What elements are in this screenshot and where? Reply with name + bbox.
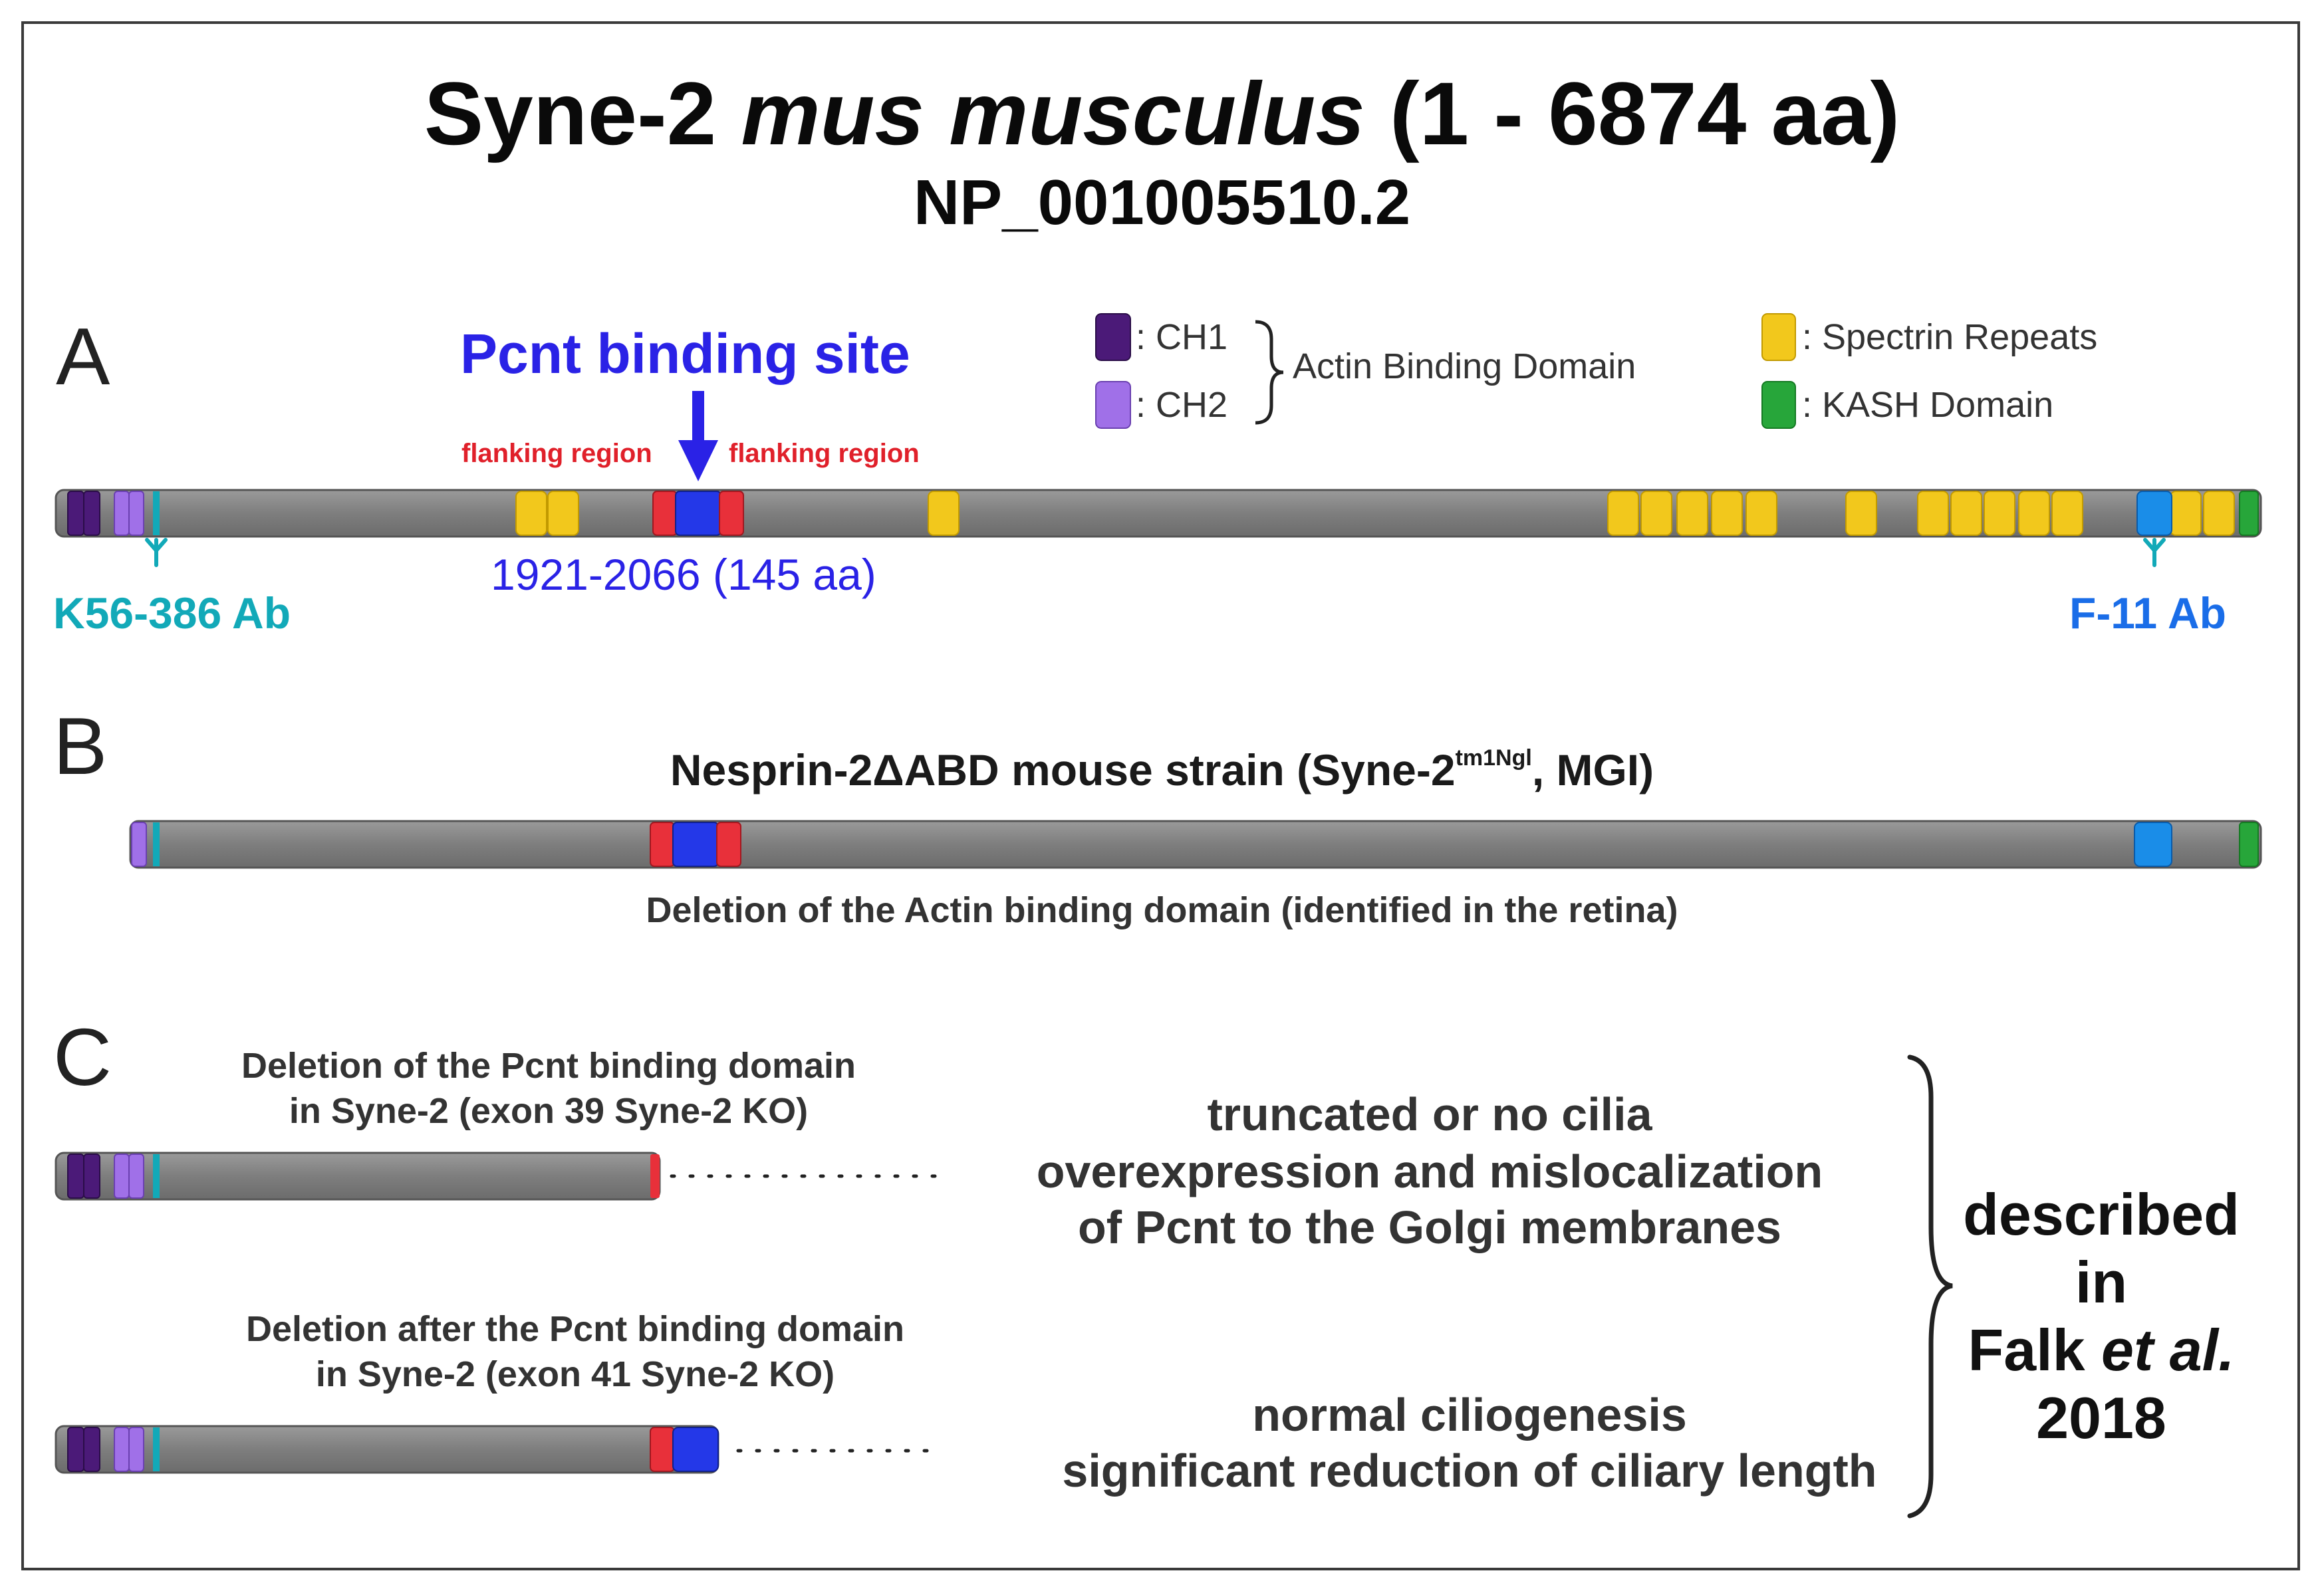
panel-b-caption: Deletion of the Actin binding domain (id…	[646, 890, 1678, 930]
spectrin-repeats-left	[515, 491, 960, 536]
flanking-region-left-label: flanking region	[461, 439, 652, 468]
legend-ch2-label: : CH2	[1136, 385, 1228, 425]
legend-ch2-swatch	[1095, 381, 1131, 429]
protein-backbone-full	[55, 489, 2262, 538]
figure-title: Syne-2 mus musculus (1 - 6874 aa)	[424, 64, 1900, 164]
phenotype2-line2: significant reduction of ciliary length	[1062, 1445, 1877, 1497]
figure-frame	[21, 21, 2300, 1570]
construct2-pcnt-site	[650, 1427, 719, 1472]
f11-epitope-b	[2134, 822, 2172, 867]
construct1-title-line2: in Syne-2 (exon 39 Syne-2 KO)	[289, 1091, 809, 1131]
reference-line1: described	[1963, 1181, 2240, 1247]
construct1-ch2	[114, 1154, 144, 1199]
legend-spectrin-swatch	[1761, 313, 1796, 361]
reference-brace	[1907, 1054, 1953, 1519]
legend-ch1-swatch	[1095, 313, 1131, 361]
binding-site-position: 1921-2066 (145 aa)	[491, 550, 876, 599]
flanking-region-right-label: flanking region	[729, 439, 920, 468]
panel-label-b: B	[53, 701, 108, 791]
accession-number: NP_001005510.2	[913, 167, 1411, 238]
construct1-flank-stub	[650, 1154, 660, 1198]
reference-line2: in	[2075, 1249, 2128, 1316]
pcnt-binding-site-a	[652, 491, 744, 536]
ch2-domain	[114, 491, 144, 536]
f11-antibody-label: F-11 Ab	[2069, 588, 2226, 638]
construct2-ch2	[114, 1427, 144, 1472]
protein-backbone-delta-abd	[129, 820, 2262, 869]
reference-author-line: Falk et al.	[1968, 1317, 2235, 1384]
phenotype1-line3: of Pcnt to the Golgi membranes	[1078, 1201, 1781, 1253]
phenotype2-line1: normal ciliogenesis	[1252, 1389, 1687, 1441]
strain-title: Nesprin-2ΔABD mouse strain (Syne-2tm1Ngl…	[670, 745, 1654, 795]
f11-antibody-icon	[2143, 538, 2166, 567]
construct1-ch1	[67, 1154, 100, 1199]
phenotype1-line2: overexpression and mislocalization	[1036, 1146, 1823, 1197]
construct2-title-line1: Deletion after the Pcnt binding domain	[245, 1309, 905, 1349]
pcnt-binding-site-label: Pcnt binding site	[460, 322, 910, 385]
ch1-domain	[67, 491, 100, 536]
f11-epitope	[2136, 491, 2172, 536]
k56-epitope	[153, 491, 160, 535]
legend-kash-swatch	[1761, 381, 1796, 429]
spectrin-repeats-right	[1607, 491, 2235, 536]
legend-kash-label: : KASH Domain	[1802, 385, 2054, 425]
pcnt-binding-site-b	[650, 822, 741, 867]
construct1-title-line1: Deletion of the Pcnt binding domain	[241, 1046, 856, 1086]
reference-citation: described in Falk et al. 2018	[1928, 1181, 2274, 1452]
pcnt-arrow	[678, 391, 718, 481]
construct2-k56-epitope	[153, 1427, 160, 1471]
legend-ch1-label: : CH1	[1136, 317, 1228, 357]
construct1-k56-epitope	[153, 1154, 160, 1198]
legend-abd-label: Actin Binding Domain	[1293, 346, 1636, 386]
legend-spectrin-label: : Spectrin Repeats	[1802, 317, 2098, 357]
reference-year: 2018	[2036, 1385, 2166, 1451]
k56-antibody-icon	[145, 538, 168, 567]
k56-antibody-label: K56-386 Ab	[53, 588, 291, 638]
ch2-domain-partial	[131, 822, 147, 867]
panel-label-c: C	[53, 1012, 112, 1102]
construct1-backbone	[55, 1152, 661, 1201]
construct2-ch1	[67, 1427, 100, 1472]
phenotype1-line1: truncated or no cilia	[1207, 1088, 1652, 1140]
kash-domain	[2239, 491, 2259, 536]
k56-epitope-b	[153, 822, 160, 866]
kash-domain-b	[2239, 822, 2259, 867]
construct2-title-line2: in Syne-2 (exon 41 Syne-2 KO)	[315, 1354, 835, 1394]
panel-label-a: A	[56, 311, 110, 402]
legend-abd-brace	[1255, 320, 1284, 425]
